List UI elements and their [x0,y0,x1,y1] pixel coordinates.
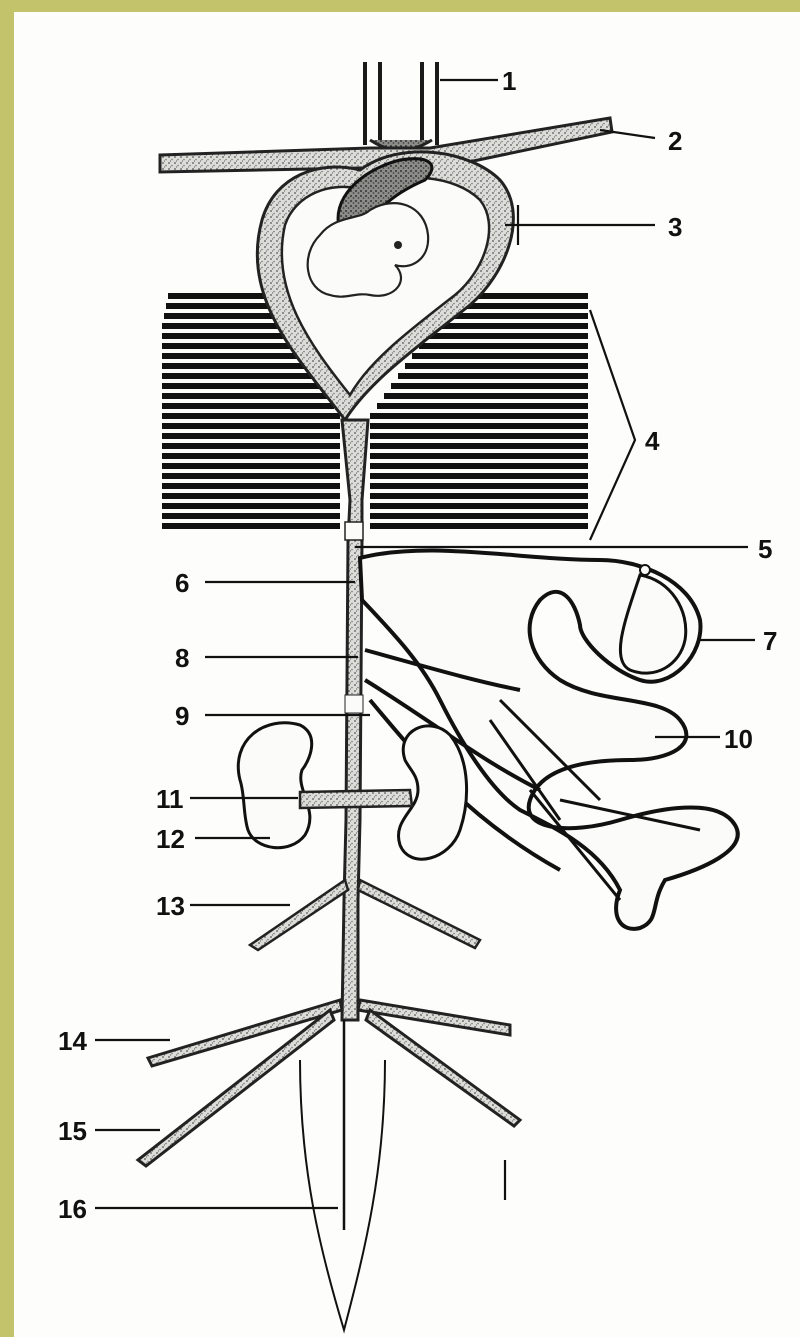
label-16: 16 [58,1194,87,1224]
label-7: 7 [763,626,777,656]
label-4: 4 [645,426,660,456]
posterior-branches [138,880,520,1166]
label-8: 8 [175,643,189,673]
label-6: 6 [175,568,189,598]
label-9: 9 [175,701,189,731]
anterior-vessels [365,62,437,150]
dorsal-aorta [342,420,368,1020]
label-12: 12 [156,824,185,854]
label-11: 11 [156,784,184,814]
heart [257,152,513,420]
label-14: 14 [58,1026,87,1056]
label-10: 10 [724,724,753,754]
label-3: 3 [668,212,682,242]
caudal-tail [300,1020,385,1330]
label-13: 13 [156,891,185,921]
label-1: 1 [502,66,516,96]
label-5: 5 [758,534,772,564]
label-15: 15 [58,1116,87,1146]
label-2: 2 [668,126,682,156]
